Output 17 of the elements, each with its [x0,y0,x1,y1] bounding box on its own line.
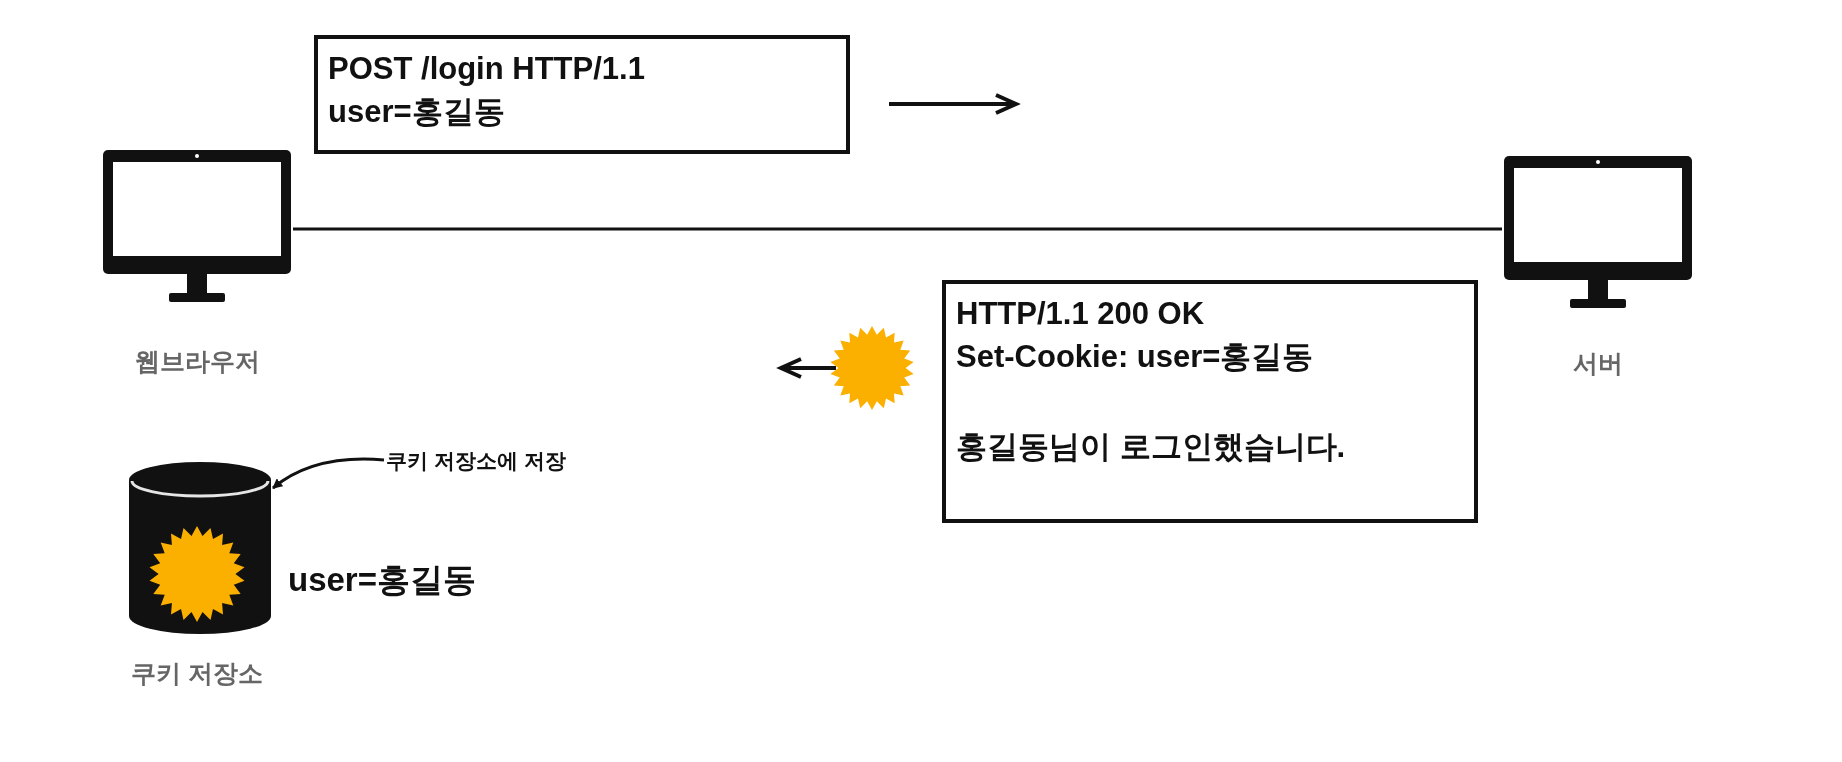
status-line: HTTP/1.1 200 OK [956,295,1206,333]
storage-cylinder [129,462,271,634]
caption-label: 웹브라우저 [133,346,261,377]
annotation-text-text: 쿠키 저장소에 저장 [386,448,567,474]
header-line: Set-Cookie: user=홍길동 [956,338,1315,377]
leader-arrow [272,457,385,490]
stored-value-text: user=홍길동 [288,560,476,600]
monitor-icon [103,150,291,303]
message-text: 홍길동님이 로그인했습니다. [956,427,1347,466]
request-line: POST /login HTTP/1.1 [328,50,646,88]
caption-label: 쿠키 저장소 [130,658,264,689]
connector-line [293,227,1502,231]
caption-label: 서버 [1572,348,1624,379]
monitor-icon [1504,156,1692,309]
request-box [314,35,850,154]
request-body: user=홍길동 [328,93,506,132]
response-box [942,280,1478,523]
